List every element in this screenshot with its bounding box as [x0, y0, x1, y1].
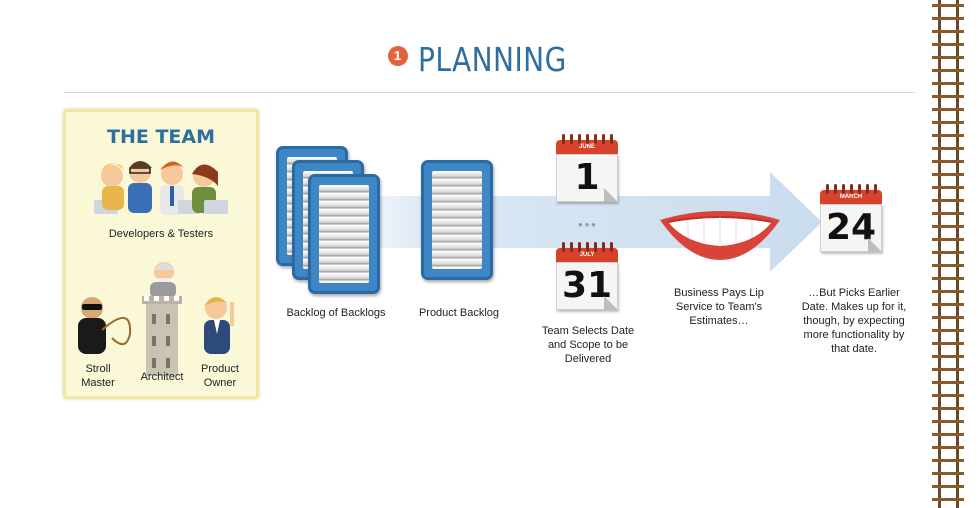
railroad-tie [932, 186, 964, 189]
product-backlog-stack [421, 160, 493, 280]
railroad-tie [932, 4, 964, 7]
railroad-tie [932, 225, 964, 228]
railroad-tie [932, 17, 964, 20]
business-pays-label: Business Pays Lip Service to Team's Esti… [674, 287, 764, 327]
team-selects-label: Team Selects Date and Scope to be Delive… [541, 325, 635, 365]
railroad-tie [932, 251, 964, 254]
architect-label: Architect [140, 371, 184, 383]
developers-testers-illustration [94, 161, 228, 215]
step-number-badge: 1 [387, 45, 408, 66]
architect-tower-illustration [142, 262, 182, 376]
railroad-tie [932, 498, 964, 501]
team-box: THE TEAM Developers & Testers Stroll Mas… [63, 109, 259, 399]
backlog-stack-3 [308, 174, 380, 294]
backlog-of-backlogs-label: Backlog of Backlogs [286, 307, 386, 319]
railroad-tie [932, 147, 964, 150]
page-title: 1 PLANNING [0, 40, 980, 79]
railroad-tie [932, 173, 964, 176]
railroad-tie [932, 277, 964, 280]
railroad-tie [932, 264, 964, 267]
picks-earlier-label: …But Picks Earlier Date. Makes up for it… [801, 287, 907, 355]
railroad-tie [932, 433, 964, 436]
railroad-tie [932, 82, 964, 85]
developers-testers-label: Developers & Testers [108, 228, 214, 240]
railroad-tie [932, 329, 964, 332]
railroad-border [932, 0, 972, 508]
railroad-tie [932, 199, 964, 202]
railroad-tie [932, 121, 964, 124]
railroad-tie [932, 355, 964, 358]
product-owner-illustration [204, 297, 234, 354]
railroad-tie [932, 303, 964, 306]
stroll-master-label: Stroll Master [81, 363, 115, 389]
calendar-june-icon: JUNE 1 [556, 134, 618, 206]
railroad-tie [932, 459, 964, 462]
calendar-march-icon: MARCH 24 [820, 184, 882, 256]
railroad-tie [932, 30, 964, 33]
calendar-ellipsis: ••• [578, 217, 598, 232]
railroad-tie [932, 95, 964, 98]
railroad-tie [932, 485, 964, 488]
railroad-tie [932, 160, 964, 163]
railroad-tie [932, 69, 964, 72]
railroad-tie [932, 394, 964, 397]
railroad-tie [932, 212, 964, 215]
railroad-tie [932, 472, 964, 475]
railroad-tie [932, 316, 964, 319]
smiling-lips-icon [660, 211, 780, 260]
railroad-tie [932, 43, 964, 46]
railroad-tie [932, 446, 964, 449]
railroad-tie [932, 420, 964, 423]
team-title: THE TEAM [106, 126, 215, 148]
railroad-tie [932, 134, 964, 137]
railroad-tie [932, 238, 964, 241]
railroad-tie [932, 381, 964, 384]
railroad-tie [932, 108, 964, 111]
product-backlog-label: Product Backlog [418, 307, 500, 319]
product-owner-label: Product Owner [201, 363, 239, 389]
title-text: PLANNING [417, 40, 567, 79]
railroad-tie [932, 290, 964, 293]
railroad-tie [932, 407, 964, 410]
title-divider [64, 92, 915, 93]
railroad-tie [932, 368, 964, 371]
railroad-tie [932, 342, 964, 345]
calendar-july-icon: JULY 31 [556, 242, 618, 314]
railroad-tie [932, 56, 964, 59]
stroll-master-illustration [78, 297, 132, 354]
